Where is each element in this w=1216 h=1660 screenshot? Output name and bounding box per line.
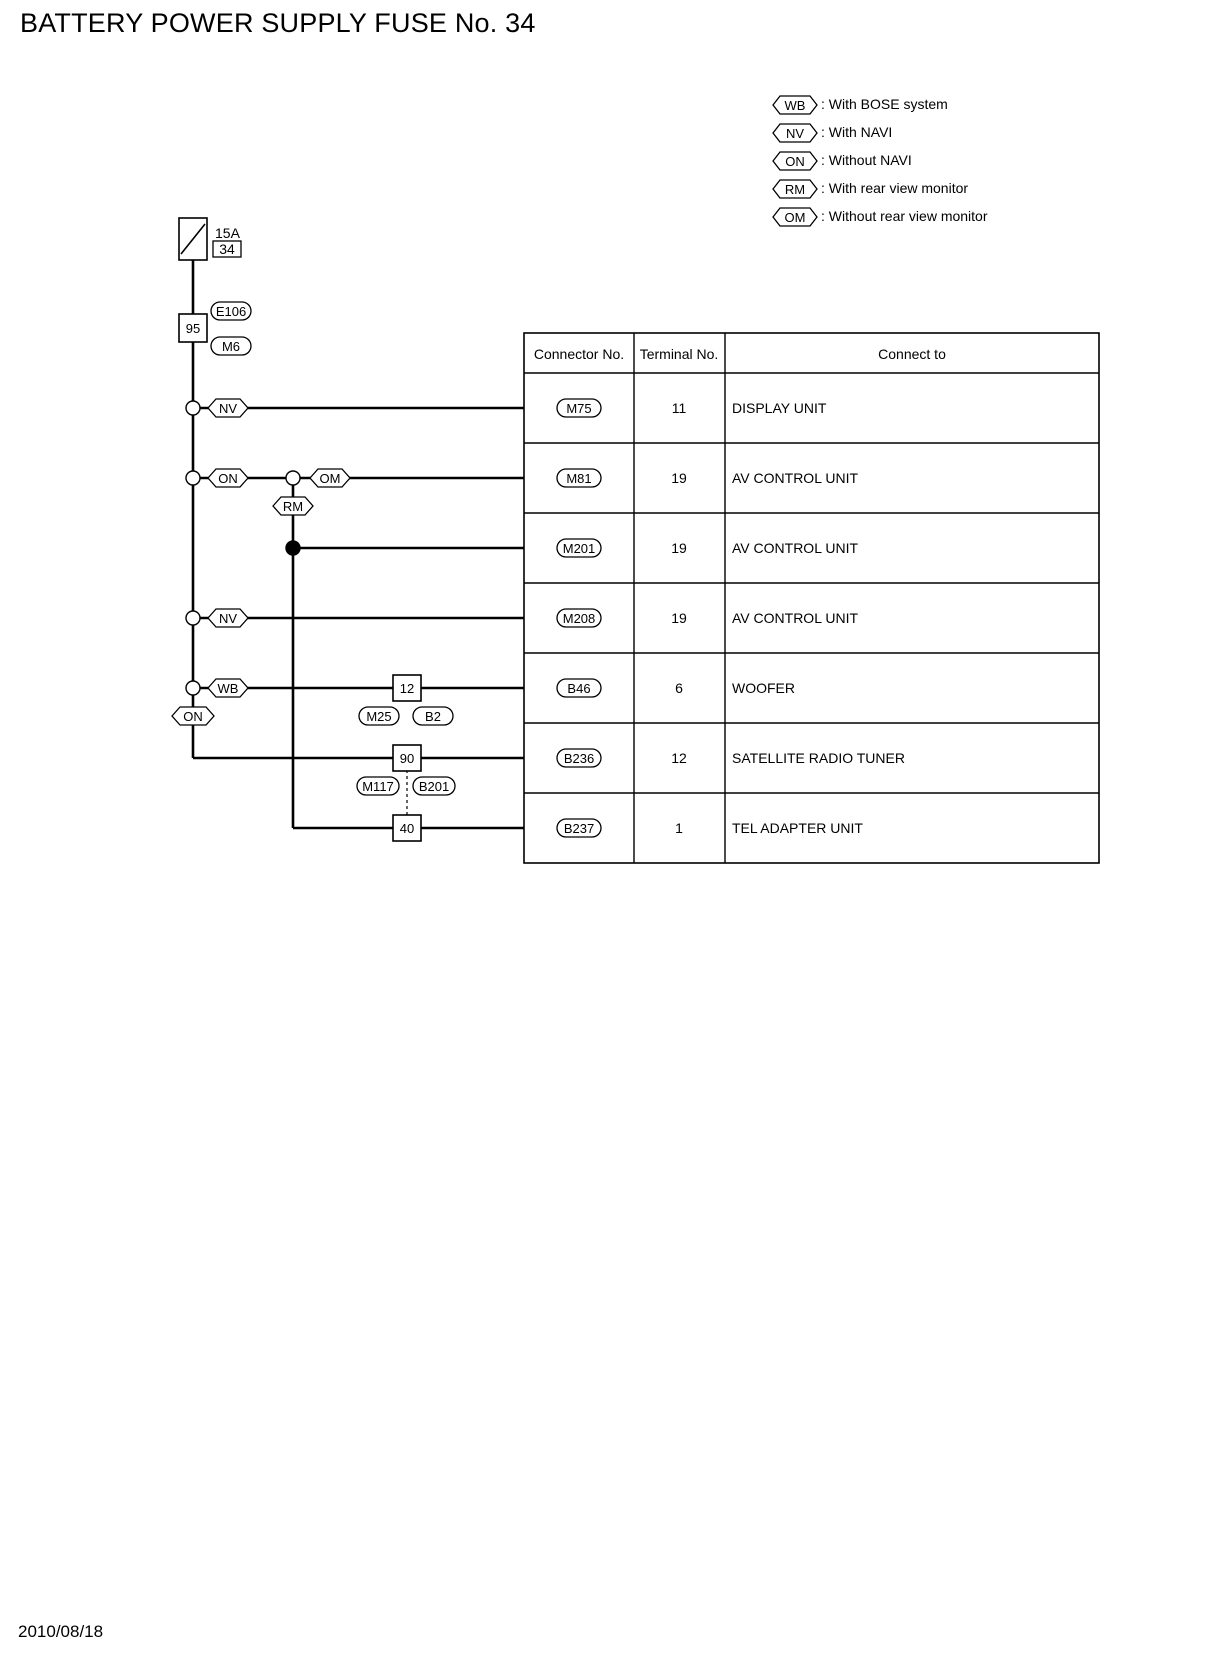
terminal-no: 19: [671, 470, 687, 486]
connector-e106: E106: [210, 301, 252, 321]
connect-to: DISPLAY UNIT: [732, 400, 827, 416]
connector-no: M75: [566, 401, 591, 416]
legend-code: RM: [785, 182, 805, 197]
tag-nv: NV: [219, 611, 237, 626]
legend-item-nv: NV : With NAVI: [772, 123, 892, 143]
connector-table: Connector No. Terminal No. Connect to M7…: [523, 332, 1100, 864]
svg-text:95: 95: [186, 321, 200, 336]
splice-open-icon: [185, 610, 201, 626]
terminal-95: 95: [178, 313, 208, 343]
connector-no: B236: [564, 751, 594, 766]
svg-text:40: 40: [400, 821, 414, 836]
terminal-40: 40: [392, 814, 422, 842]
legend-item-om: OM : Without rear view monitor: [772, 207, 988, 227]
table-header: Connector No.: [534, 346, 624, 362]
connector-m25: M25: [358, 706, 400, 726]
svg-text:M25: M25: [366, 709, 391, 724]
connect-to: TEL ADAPTER UNIT: [732, 820, 863, 836]
tag-on: ON: [183, 709, 203, 724]
connect-to: AV CONTROL UNIT: [732, 610, 858, 626]
svg-text:12: 12: [400, 681, 414, 696]
terminal-12: 12: [392, 674, 422, 702]
fuse-rating: 15A: [215, 225, 241, 241]
connector-b201: B201: [412, 776, 456, 796]
connect-to: AV CONTROL UNIT: [732, 470, 858, 486]
tag-wb: WB: [218, 681, 239, 696]
legend-code: OM: [785, 210, 806, 225]
splice-solid-icon: [285, 540, 301, 556]
svg-text:B201: B201: [419, 779, 449, 794]
tag-om: OM: [320, 471, 341, 486]
legend-item-on: ON : Without NAVI: [772, 151, 912, 171]
legend-item-rm: RM : With rear view monitor: [772, 179, 968, 199]
svg-text:M6: M6: [222, 339, 240, 354]
legend-code: WB: [785, 98, 806, 113]
terminal-no: 19: [671, 610, 687, 626]
table-header: Connect to: [878, 346, 946, 362]
legend: WB : With BOSE system NV : With NAVI ON …: [772, 95, 988, 227]
terminal-no: 19: [671, 540, 687, 556]
tag-nv: NV: [219, 401, 237, 416]
legend-text: : With BOSE system: [821, 96, 948, 112]
table-row: M75 11 DISPLAY UNIT: [556, 398, 827, 418]
page-title: BATTERY POWER SUPPLY FUSE No. 34: [20, 8, 536, 38]
connector-no: M81: [566, 471, 591, 486]
terminal-90: 90: [392, 744, 422, 772]
legend-code: NV: [786, 126, 804, 141]
splice-open-icon: [185, 680, 201, 696]
table-row: M81 19 AV CONTROL UNIT: [556, 468, 858, 488]
splice-open-icon: [185, 470, 201, 486]
connector-no: B46: [567, 681, 590, 696]
tag-on: ON: [218, 471, 238, 486]
splice-open-icon: [185, 400, 201, 416]
svg-text:E106: E106: [216, 304, 246, 319]
svg-text:B2: B2: [425, 709, 441, 724]
terminal-no: 1: [675, 820, 683, 836]
connector-no: B237: [564, 821, 594, 836]
legend-text: : Without rear view monitor: [821, 208, 988, 224]
legend-code: ON: [785, 154, 805, 169]
branch-tags: NV ON OM RM NV WB ON: [171, 398, 351, 726]
legend-text: : With NAVI: [821, 124, 892, 140]
terminal-no: 11: [672, 400, 687, 416]
connect-to: WOOFER: [732, 680, 795, 696]
connector-m117: M117: [356, 776, 400, 796]
table-header: Terminal No.: [640, 346, 719, 362]
connect-to: AV CONTROL UNIT: [732, 540, 858, 556]
legend-text: : With rear view monitor: [821, 180, 968, 196]
fuse-symbol: 15A 34: [178, 217, 242, 261]
legend-text: : Without NAVI: [821, 152, 912, 168]
connector-b2: B2: [412, 706, 454, 726]
terminal-no: 6: [675, 680, 683, 696]
fuse-number: 34: [219, 241, 235, 257]
table-row: B236 12 SATELLITE RADIO TUNER: [556, 748, 905, 768]
connector-m6: M6: [210, 336, 252, 356]
legend-item-wb: WB : With BOSE system: [772, 95, 948, 115]
terminal-no: 12: [671, 750, 687, 766]
svg-text:90: 90: [400, 751, 414, 766]
splice-open-icon: [285, 470, 301, 486]
connector-no: M201: [563, 541, 596, 556]
connector-no: M208: [563, 611, 596, 626]
svg-text:M117: M117: [362, 779, 394, 794]
page-date: 2010/08/18: [18, 1622, 104, 1641]
table-row: M208 19 AV CONTROL UNIT: [556, 608, 858, 628]
connect-to: SATELLITE RADIO TUNER: [732, 750, 905, 766]
table-row: B237 1 TEL ADAPTER UNIT: [556, 818, 863, 838]
tag-rm: RM: [283, 499, 303, 514]
table-row: B46 6 WOOFER: [556, 678, 795, 698]
table-row: M201 19 AV CONTROL UNIT: [556, 538, 858, 558]
